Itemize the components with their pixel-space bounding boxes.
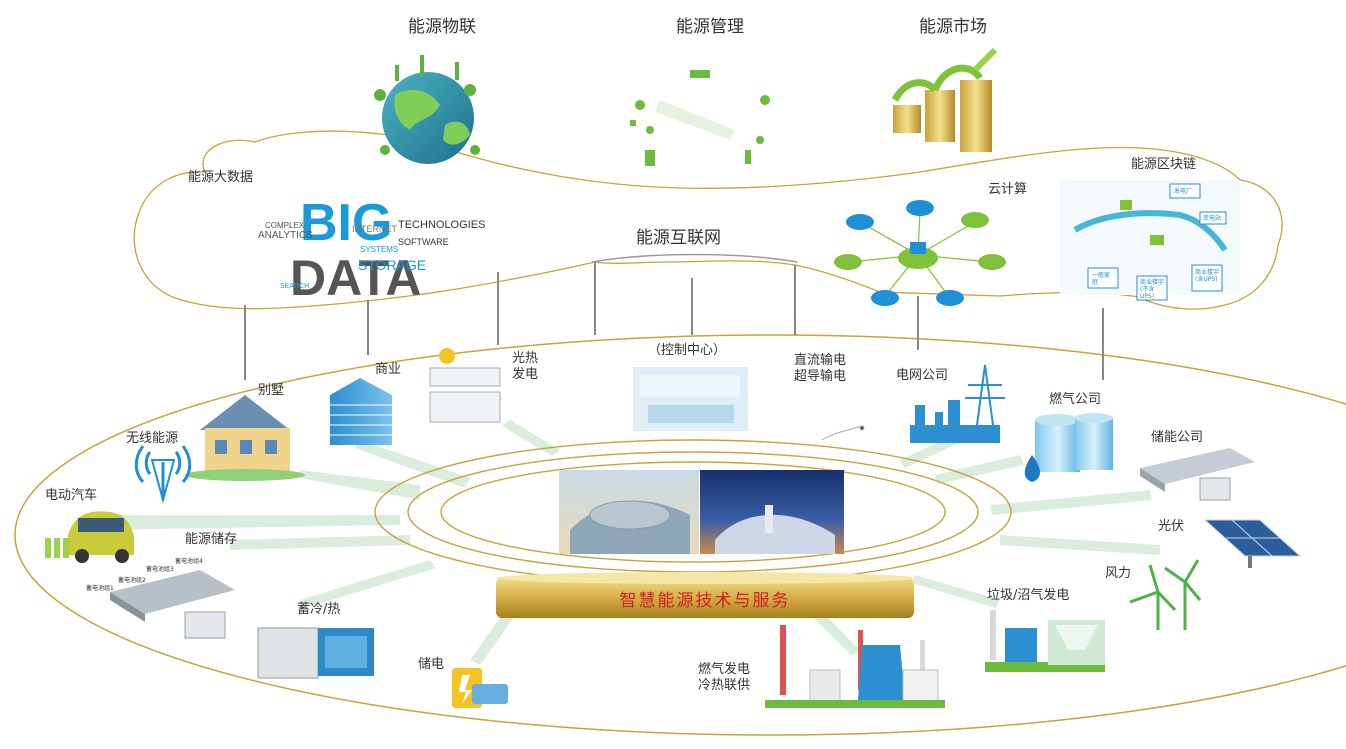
node-label-storage-company: 储能公司 — [1151, 430, 1204, 445]
blockchain-box-commercial-ups: 商业楼宇(含UPS) — [1195, 268, 1219, 283]
node-label-solar-thermal: 光热 发电 — [512, 351, 539, 382]
node-label-wireless: 无线能源 — [126, 431, 179, 446]
node-label-cold-heat-storage: 蓄冷/热 — [297, 602, 341, 617]
cloud-computing-network — [834, 200, 1006, 306]
blockchain-box-plant: 发电厂 — [1174, 187, 1192, 195]
blockchain-box-substation: 变电站 — [1203, 214, 1221, 222]
grid-tower-icon — [910, 364, 1005, 443]
node-label-gas-power: 燃气发电 冷热联供 — [698, 662, 751, 693]
node-label-iot: 能源物联 — [408, 17, 476, 37]
node-label-battery: 储电 — [418, 657, 445, 672]
battery-group-label-2: 蓄电池组2 — [118, 577, 146, 584]
solar-thermal-icon — [429, 348, 501, 423]
bigdata-word-data: DATA — [290, 250, 421, 306]
bigdata-word-analytics: ANALYTICS — [258, 230, 313, 241]
bigdata-word-big: BIG — [300, 194, 392, 252]
iot-globe-icon — [374, 55, 480, 164]
photovoltaic-panel-icon — [1203, 519, 1302, 568]
node-label-villa: 别墅 — [258, 383, 285, 398]
node-label-photovoltaic: 光伏 — [1158, 519, 1185, 534]
service-banner-label: 智慧能源技术与服务 — [619, 591, 791, 611]
gas-tanks-icon — [1024, 413, 1113, 482]
bigdata-word-internet: INTERNET — [352, 224, 398, 234]
service-banner — [496, 572, 914, 618]
management-icon — [630, 70, 770, 167]
wireless-energy-icon — [134, 445, 192, 504]
center-photos — [559, 470, 844, 554]
bigdata-word-search: SEARCH — [280, 283, 309, 290]
node-label-wind: 风力 — [1105, 566, 1132, 581]
node-label-blockchain: 能源区块链 — [1131, 157, 1197, 172]
battery-group-label-4: 蓄电池组4 — [175, 558, 203, 565]
node-label-control-center: （控制中心） — [648, 343, 727, 358]
bigdata-word-software: SOFTWARE — [398, 237, 449, 247]
bigdata-word-systems: SYSTEMS — [360, 245, 398, 254]
villa-icon — [185, 395, 305, 481]
node-label-big-data: 能源大数据 — [188, 170, 254, 185]
commercial-building-icon — [330, 378, 392, 445]
node-label-market: 能源市场 — [919, 17, 987, 37]
node-label-management: 能源管理 — [676, 17, 744, 37]
node-label-cloud-computing: 云计算 — [988, 182, 1028, 197]
battery-icon — [452, 668, 508, 708]
bigdata-word-complex: COMPLEX — [265, 221, 305, 230]
bigdata-word-technologies: TECHNOLOGIES — [398, 219, 485, 231]
electric-car-icon — [45, 511, 134, 563]
energy-storage-icon — [110, 570, 235, 639]
cold-heat-storage-icon — [257, 627, 374, 679]
gas-power-plant-icon — [765, 625, 945, 708]
node-label-electric-car: 电动汽车 — [45, 488, 98, 503]
market-coins-icon — [891, 47, 998, 152]
node-label-waste-biogas: 垃圾/沼气发电 — [987, 588, 1070, 603]
outer-ellipse — [14, 334, 1346, 736]
battery-group-label-3: 蓄电池组3 — [146, 566, 174, 573]
waste-biogas-plant-icon — [985, 610, 1105, 672]
wind-turbine-icon — [1129, 559, 1202, 630]
control-center-photo — [633, 367, 748, 431]
battery-group-label-1: 蓄电池组1 — [86, 585, 114, 592]
blockchain-box-household: 一般家庭 — [1092, 271, 1110, 286]
dc-transmission-icon — [821, 425, 865, 441]
node-label-energy-internet: 能源互联网 — [636, 228, 721, 248]
storage-company-icon — [1140, 448, 1255, 501]
big-data-wordcloud: BIG DATA ANALYTICS STORAGE TECHNOLOGIES … — [258, 194, 485, 306]
node-label-energy-storage: 能源储存 — [185, 532, 238, 547]
connector-lines — [244, 262, 1104, 380]
node-label-grid-company: 电网公司 — [896, 368, 949, 383]
node-label-dc-transmission: 直流输电 超导输电 — [794, 353, 847, 384]
internet-bracket — [591, 253, 798, 263]
node-label-commercial: 商业 — [375, 362, 402, 377]
bigdata-word-storage: STORAGE — [358, 257, 426, 273]
node-label-gas-company: 燃气公司 — [1049, 392, 1102, 407]
